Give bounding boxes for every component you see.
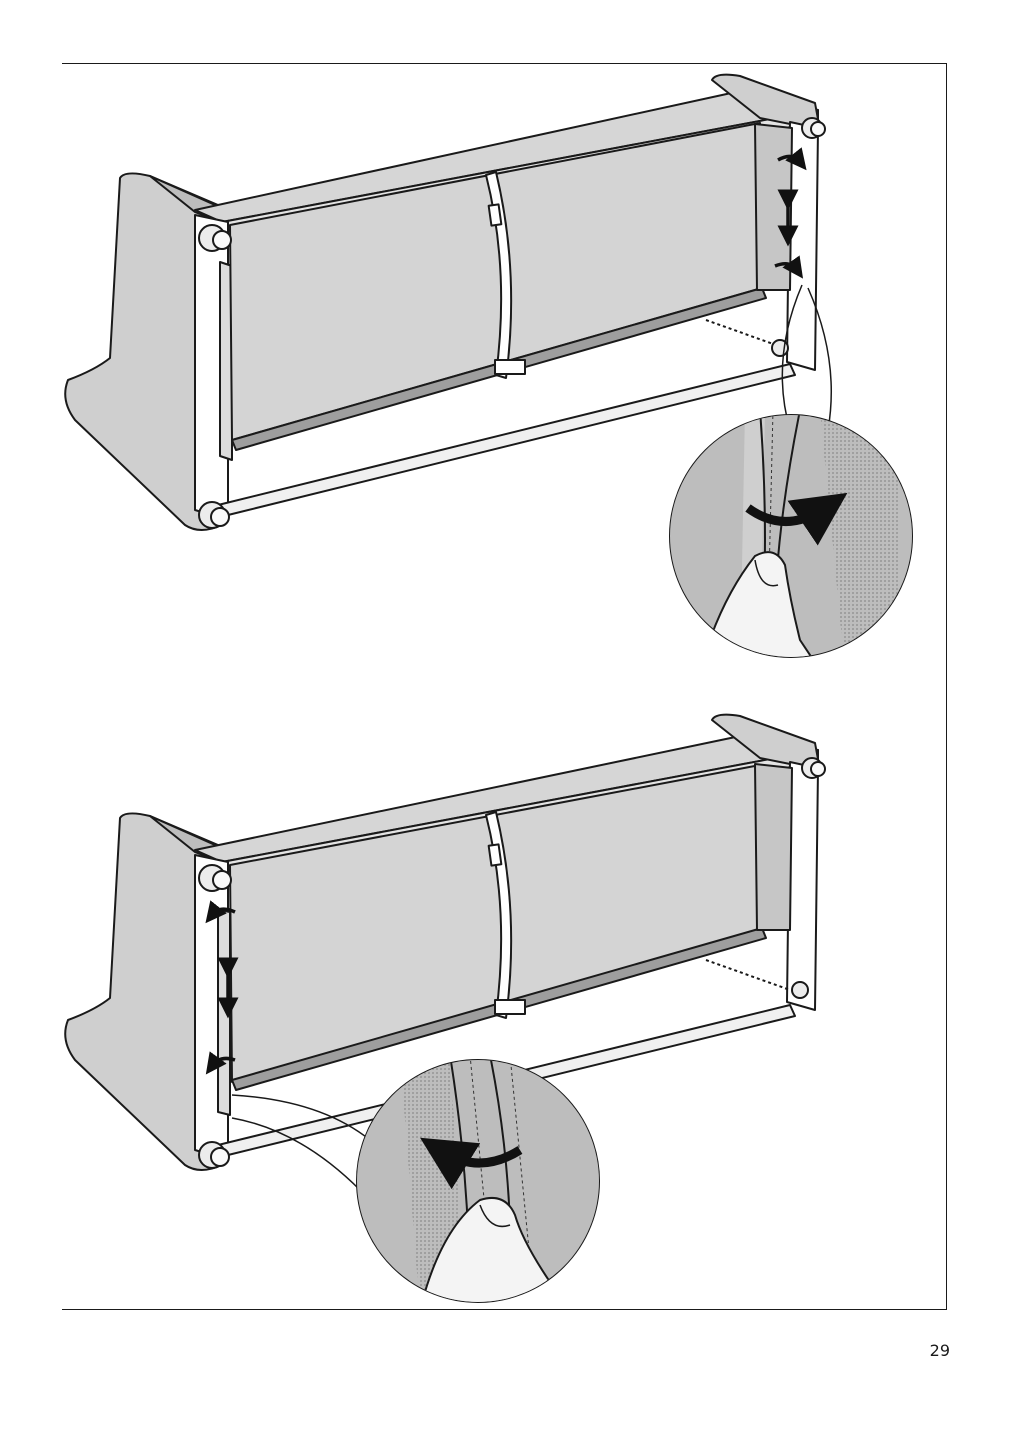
curved-arrow-icon [774, 255, 804, 279]
curved-arrow-icon [205, 900, 236, 924]
page-frame [62, 63, 947, 1310]
magnifier-circle-icon [356, 1059, 600, 1303]
page-number: 29 [929, 1341, 950, 1360]
action-arrows-top [774, 147, 807, 279]
feet-top [198, 117, 826, 529]
hand-icon [418, 1196, 572, 1302]
feet-bottom [198, 757, 826, 1169]
sofa-frame-bottom [64, 713, 821, 1171]
action-arrows-bottom [205, 900, 239, 1075]
curved-arrow-icon [420, 1137, 523, 1190]
curved-arrow-icon [205, 1051, 236, 1075]
curved-arrow-icon [745, 492, 848, 546]
curved-arrow-icon [777, 147, 807, 171]
magnifier-circle-icon [669, 414, 913, 658]
